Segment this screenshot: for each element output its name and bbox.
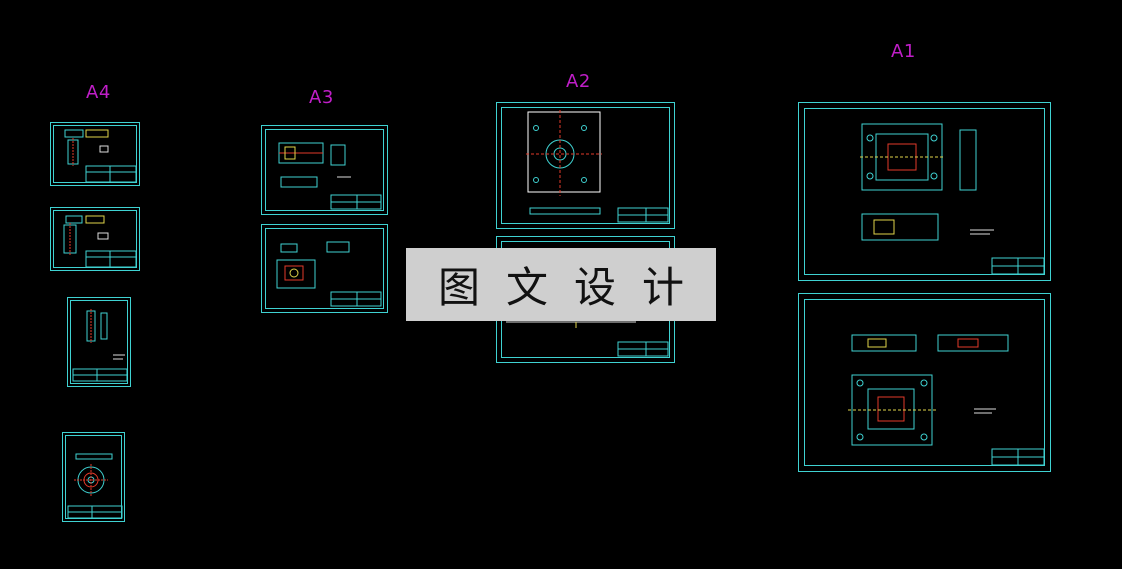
- drawing-sheet-a3-1[interactable]: [261, 125, 388, 215]
- drawing-sheet-a3-2[interactable]: [261, 224, 388, 313]
- drawing-sheet-a4-2[interactable]: [50, 207, 140, 271]
- assembly-drawing-icon: [798, 293, 1051, 472]
- part-drawing-icon: [261, 125, 388, 215]
- watermark-text: 图文设计: [437, 263, 710, 312]
- drawing-sheet-a2-1[interactable]: [496, 102, 675, 229]
- part-drawing-icon: [50, 122, 140, 186]
- part-drawing-icon: [62, 432, 125, 522]
- plate-drawing-icon: [496, 102, 675, 229]
- drawing-sheet-a1-1[interactable]: [798, 102, 1051, 281]
- part-drawing-icon: [67, 297, 131, 387]
- part-drawing-icon: [261, 224, 388, 313]
- part-drawing-icon: [50, 207, 140, 271]
- group-label-a4: A4: [86, 82, 111, 103]
- drawing-sheet-a4-1[interactable]: [50, 122, 140, 186]
- assembly-drawing-icon: [798, 102, 1051, 281]
- watermark-banner: 图文设计: [406, 248, 716, 321]
- drawing-sheet-a1-2[interactable]: [798, 293, 1051, 472]
- group-label-a1: A1: [891, 41, 916, 62]
- group-label-a3: A3: [309, 87, 334, 108]
- group-label-a2: A2: [566, 71, 591, 92]
- drawing-sheet-a4-4[interactable]: [62, 432, 125, 522]
- drawing-sheet-a4-3[interactable]: [67, 297, 131, 387]
